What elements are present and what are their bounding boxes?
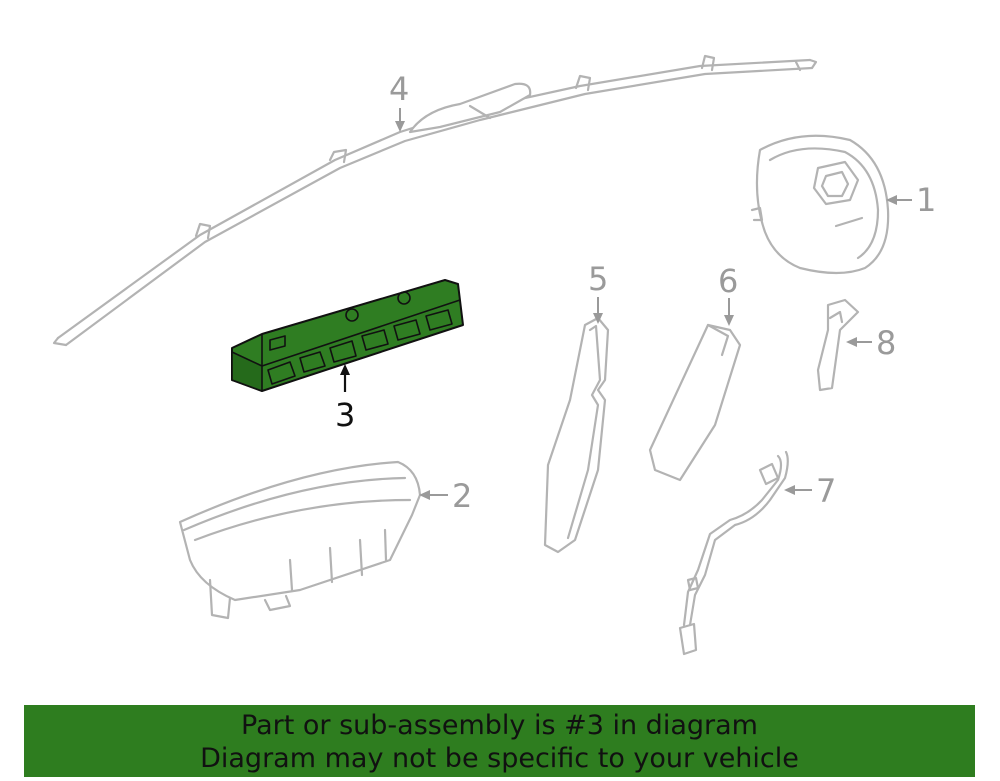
banner-line-2: Diagram may not be specific to your vehi… bbox=[200, 743, 799, 774]
callout-4: 4 bbox=[389, 70, 409, 108]
banner-line-1: Part or sub-assembly is #3 in diagram bbox=[241, 710, 758, 741]
callout-8: 8 bbox=[876, 324, 896, 362]
part-1-steering-wheel-airbag[interactable] bbox=[750, 134, 890, 275]
part-3-airbag-module-highlighted[interactable] bbox=[231, 279, 464, 392]
part-6-side-airbag[interactable] bbox=[648, 323, 742, 482]
info-banner: Part or sub-assembly is #3 in diagram Di… bbox=[24, 705, 975, 777]
part-8-bracket[interactable] bbox=[816, 298, 860, 392]
callout-3: 3 bbox=[335, 396, 355, 434]
part-2-passenger-airbag[interactable] bbox=[178, 460, 422, 620]
callout-1: 1 bbox=[916, 181, 936, 219]
part-5-knee-airbag[interactable] bbox=[543, 316, 610, 554]
callout-6: 6 bbox=[718, 262, 738, 300]
callout-7: 7 bbox=[816, 472, 836, 510]
part-7-wire-harness[interactable] bbox=[678, 450, 789, 656]
part-4-curtain-airbag[interactable] bbox=[52, 54, 818, 347]
leader-arrowheads bbox=[340, 121, 897, 500]
callout-2: 2 bbox=[452, 477, 472, 515]
callout-5: 5 bbox=[588, 260, 608, 298]
